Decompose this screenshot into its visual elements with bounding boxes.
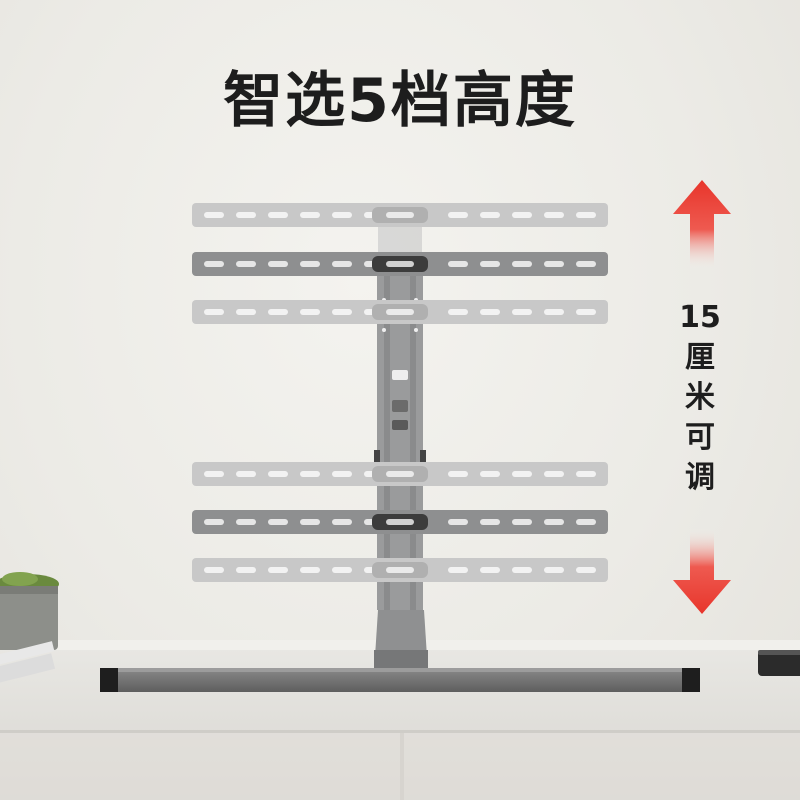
adjust-range-label: 15 厘 米 可 调 xyxy=(678,298,722,498)
adjust-amount: 15 xyxy=(679,300,721,335)
mounting-bar-ghost xyxy=(192,462,608,486)
adjust-char-3: 可 xyxy=(685,420,715,455)
arrow-up-icon xyxy=(673,180,731,270)
mounting-bar-ghost xyxy=(192,558,608,582)
device-right xyxy=(758,650,800,676)
mounting-bar-active xyxy=(192,252,608,276)
adjust-char-4: 调 xyxy=(685,460,715,495)
mounting-bars xyxy=(192,203,608,582)
adjust-char-1: 厘 xyxy=(685,340,715,375)
support-column xyxy=(374,270,426,610)
plant-pot xyxy=(0,572,59,650)
arrow-down-icon xyxy=(673,528,731,614)
stand-base xyxy=(100,610,700,692)
mounting-bar-ghost xyxy=(192,203,608,227)
mounting-bar-active xyxy=(192,510,608,534)
headline: 智选5档高度 xyxy=(223,66,577,136)
book-stack xyxy=(0,641,56,683)
mounting-bar-ghost xyxy=(192,300,608,324)
adjust-char-2: 米 xyxy=(685,380,715,415)
